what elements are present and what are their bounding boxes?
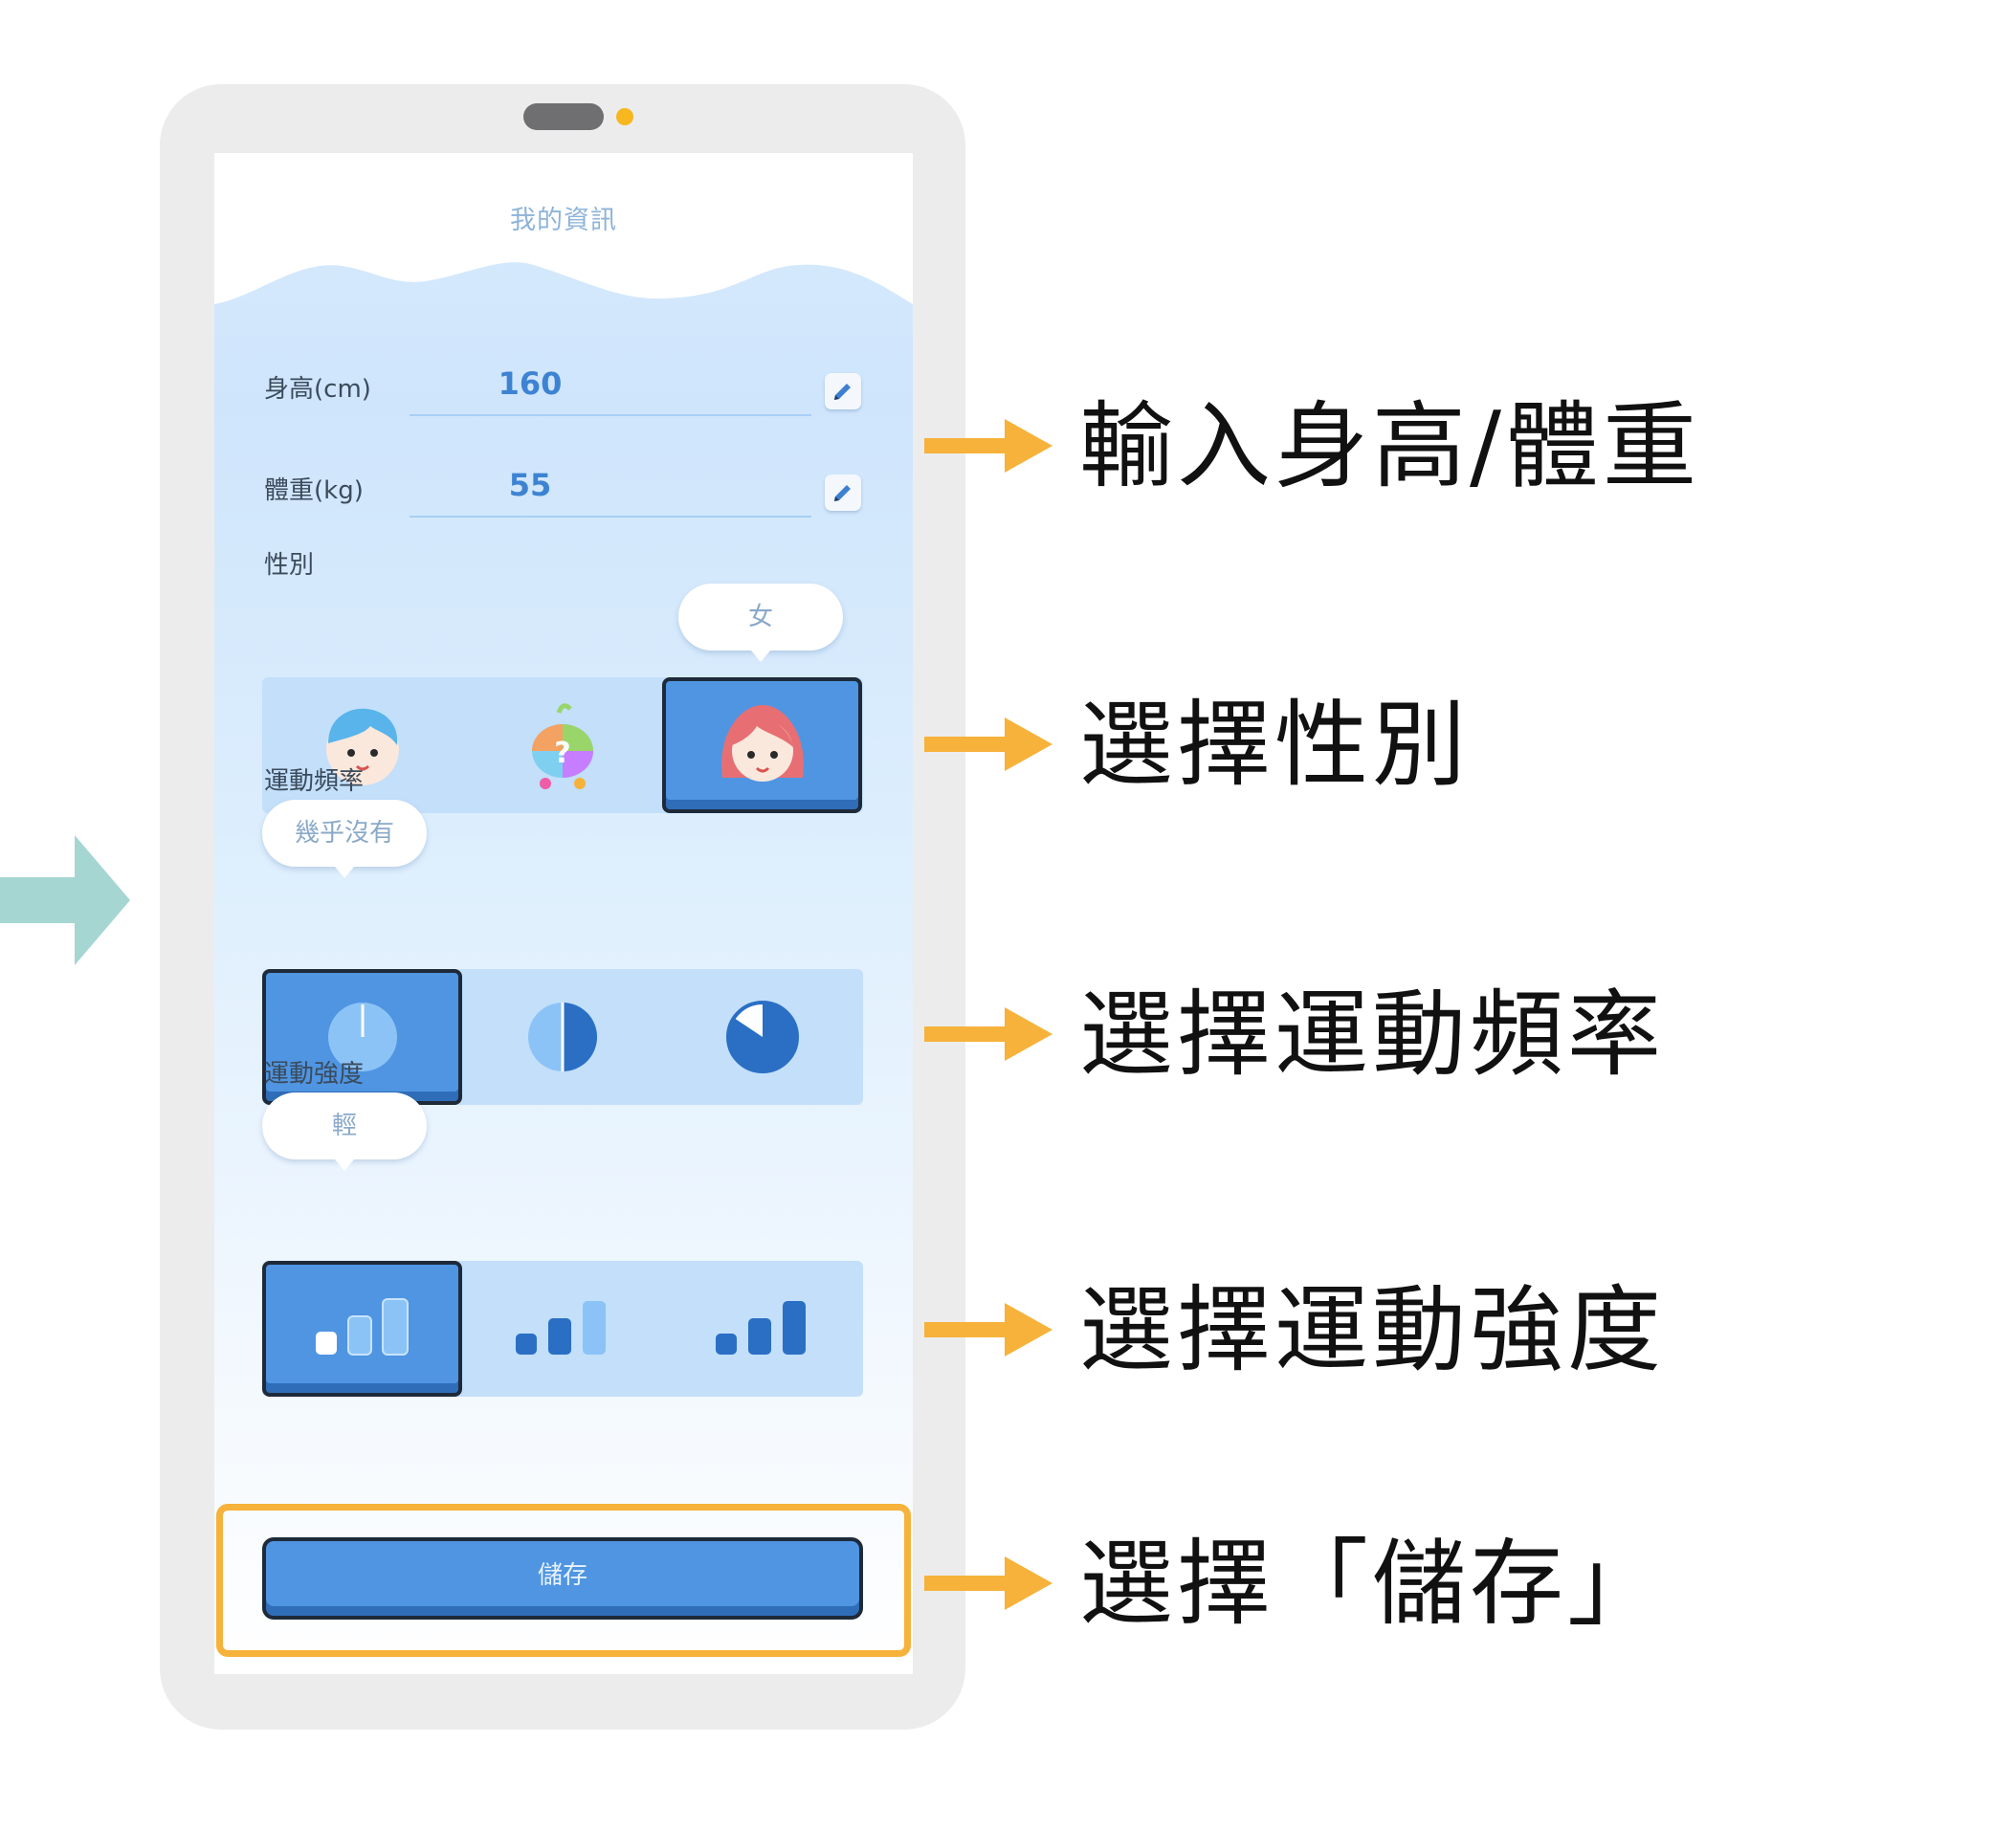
rarely-clock-icon — [327, 1003, 397, 1071]
intensity-selector — [262, 1261, 863, 1397]
heavy-bars-icon — [715, 1301, 806, 1355]
intensity-tooltip: 輕 — [262, 1092, 427, 1171]
annotation-height-weight: 輸入身高/體重 — [1079, 392, 1701, 501]
gender-option-unknown[interactable]: ? — [462, 677, 662, 813]
height-label: 身高(cm) — [264, 375, 371, 404]
frequency-label: 運動頻率 — [264, 767, 365, 796]
phone-speaker — [523, 103, 604, 130]
frequency-selector — [262, 969, 863, 1105]
height-input[interactable]: 160 — [498, 365, 563, 402]
save-button[interactable]: 儲存 — [262, 1537, 863, 1620]
arrow-right-icon — [924, 717, 1052, 771]
annotation-frequency: 選擇運動頻率 — [1079, 981, 1666, 1090]
frequency-option-half[interactable] — [462, 969, 662, 1105]
annotation-save: 選擇「儲存」 — [1079, 1530, 1666, 1639]
weight-underline — [410, 516, 811, 518]
gender-option-boy[interactable] — [262, 677, 462, 813]
medium-bars-icon — [515, 1301, 606, 1355]
height-edit-button[interactable] — [825, 373, 861, 409]
annotation-intensity: 選擇運動強度 — [1079, 1276, 1666, 1385]
arrow-right-icon — [924, 419, 1052, 473]
weight-edit-button[interactable] — [825, 474, 861, 511]
height-underline — [410, 414, 811, 416]
frequency-option-rarely[interactable] — [262, 969, 462, 1105]
intensity-label: 運動強度 — [264, 1060, 365, 1089]
mostly-clock-icon — [725, 1001, 799, 1073]
unknown-gender-icon: ? — [531, 703, 593, 789]
phone-camera-dot — [616, 108, 633, 125]
weight-input[interactable]: 55 — [508, 467, 552, 503]
light-bars-icon — [315, 1298, 409, 1356]
frequency-option-often[interactable] — [662, 969, 862, 1105]
gender-selector: ? — [262, 677, 863, 813]
intensity-option-medium[interactable] — [462, 1261, 662, 1397]
arrow-right-icon — [924, 1556, 1052, 1610]
weight-label: 體重(kg) — [264, 476, 364, 505]
intensity-option-heavy[interactable] — [662, 1261, 862, 1397]
pencil-icon — [834, 485, 851, 501]
page-title: 我的資訊 — [510, 206, 617, 235]
svg-text:?: ? — [554, 737, 570, 770]
teal-arrow-icon — [0, 835, 130, 965]
annotation-gender: 選擇性別 — [1079, 691, 1471, 800]
gender-option-girl[interactable] — [662, 677, 862, 813]
arrow-right-icon — [924, 1303, 1052, 1357]
cloud-header — [214, 153, 913, 304]
pencil-icon — [834, 384, 851, 400]
intensity-option-light[interactable] — [262, 1261, 462, 1397]
phone-frame: 我的資訊 身高(cm) 160 體重(kg) 55 性別 女 — [160, 84, 965, 1730]
app-screen: 我的資訊 身高(cm) 160 體重(kg) 55 性別 女 — [214, 153, 913, 1674]
frequency-tooltip: 幾乎沒有 — [262, 800, 427, 878]
save-highlight-box — [216, 1504, 911, 1657]
half-clock-icon — [527, 1003, 597, 1071]
arrow-right-icon — [924, 1007, 1052, 1061]
girl-avatar-icon — [720, 705, 804, 782]
gender-tooltip: 女 — [678, 584, 843, 662]
boy-avatar-icon — [325, 708, 399, 785]
gender-label: 性別 — [264, 551, 315, 580]
